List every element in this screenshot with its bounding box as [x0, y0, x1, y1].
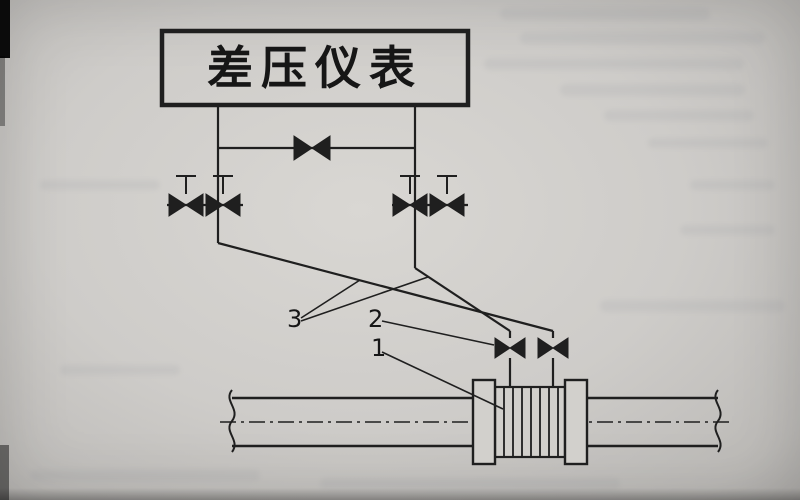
page-bleedthrough [680, 225, 775, 235]
valve-stem-icon [400, 175, 420, 194]
valve-stem-icon [213, 175, 233, 194]
impulse-lines [216, 105, 554, 333]
photo-edge-shadow [0, 56, 5, 126]
pipe-break-icon [228, 389, 236, 453]
isolation-valve-group-left [167, 175, 243, 217]
orifice-plate-block [493, 385, 567, 459]
isolation-valve-icon [168, 193, 204, 217]
pressure-tap-risers [494, 331, 569, 388]
callout-1: 1 [371, 334, 386, 362]
page-bleedthrough [40, 180, 160, 190]
dp-instrument-label: 差压仪表 [207, 41, 423, 95]
photo-edge-shadow [0, 488, 800, 500]
callout-3-leader [300, 276, 429, 322]
isolation-valve-icon [429, 193, 465, 217]
impulse-line-left-diagonal [217, 241, 554, 333]
orifice-assembly [471, 378, 589, 466]
orifice-flange-left [471, 378, 497, 466]
page-bleedthrough [60, 365, 180, 375]
isolation-valve-icon [392, 193, 428, 217]
page-bleedthrough [560, 84, 745, 96]
callout-3-leader [300, 279, 361, 319]
callout-2: 2 [368, 305, 383, 333]
tap-valve-icon [537, 337, 569, 359]
page-bleedthrough [484, 58, 744, 70]
isolation-valve-group-right [392, 175, 468, 217]
pipe-break-icon [714, 389, 722, 453]
orifice-plate-hatch [503, 387, 559, 457]
page-bleedthrough [320, 478, 620, 489]
valve-stem-icon [437, 175, 457, 194]
equalizing-valve-icon [293, 135, 331, 161]
page-bleedthrough [604, 110, 754, 121]
impulse-line-right-diagonal [414, 267, 511, 332]
page-bleedthrough [500, 8, 710, 20]
page-bleedthrough [520, 32, 765, 44]
callout-1-leader [381, 351, 504, 410]
tap-valve-icon [494, 337, 526, 359]
callout-3: 3 [287, 305, 302, 333]
photo-edge-shadow [0, 445, 9, 500]
page-bleedthrough [30, 470, 260, 481]
callout-2-leader [381, 320, 495, 346]
page-bleedthrough [600, 300, 785, 312]
page-bleedthrough [648, 138, 768, 148]
page-bleedthrough [690, 180, 775, 190]
valve-stem-icon [176, 175, 196, 194]
callouts: 3 2 1 [287, 276, 504, 410]
orifice-flange-right [563, 378, 589, 466]
photo-edge-shadow [0, 0, 10, 58]
dp-instrument-box: 差压仪表 [159, 28, 471, 108]
isolation-valve-icon [205, 193, 241, 217]
